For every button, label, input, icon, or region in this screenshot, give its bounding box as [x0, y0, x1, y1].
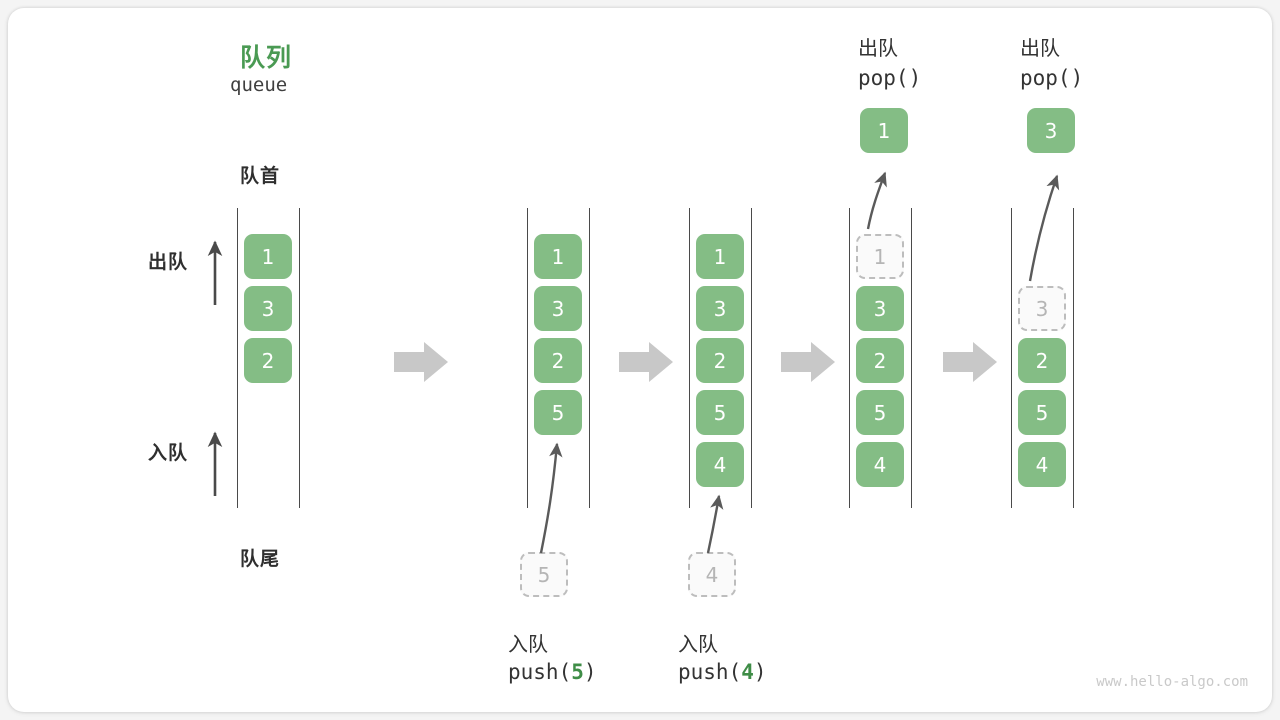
- queue-box-ghost: 1: [856, 234, 904, 279]
- transition-arrow: [781, 342, 835, 382]
- rail-left: [849, 208, 850, 508]
- op-code-prefix: push(: [508, 660, 572, 684]
- queue-box: 5: [1018, 390, 1066, 435]
- queue-box: 2: [1018, 338, 1066, 383]
- diagram-title-en: queue: [230, 74, 288, 96]
- rail-right: [1073, 208, 1074, 508]
- queue-box: 1: [534, 234, 582, 279]
- queue-box: 5: [696, 390, 744, 435]
- queue-box: 4: [856, 442, 904, 487]
- pop-arrow-1: [866, 171, 887, 230]
- queue-box: 2: [856, 338, 904, 383]
- enqueue-direction-label: 入队: [148, 443, 189, 464]
- incoming-ghost-box: 5: [520, 552, 568, 597]
- op-code-suffix: ): [753, 660, 767, 684]
- queue-box: 3: [856, 286, 904, 331]
- transition-arrow: [394, 342, 448, 382]
- incoming-ghost-box: 4: [688, 552, 736, 597]
- rail-right: [299, 208, 300, 508]
- queue-box-new: 5: [534, 390, 582, 435]
- diagram-title-zh: 队列: [240, 44, 293, 72]
- operation-label-code: pop(): [1020, 66, 1083, 90]
- operation-label-zh: 出队: [1020, 38, 1060, 60]
- queue-box: 2: [534, 338, 582, 383]
- operation-label-code: push(5): [508, 660, 597, 684]
- operation-label-code: push(4): [678, 660, 767, 684]
- rail-right: [589, 208, 590, 508]
- op-code-prefix: pop(: [858, 66, 909, 90]
- queue-box: 3: [696, 286, 744, 331]
- push-arrow-5: [539, 442, 563, 554]
- queue-box-new: 4: [696, 442, 744, 487]
- operation-label-zh: 入队: [508, 634, 548, 656]
- rail-left: [527, 208, 528, 508]
- arrows-overlay: [207, 171, 1060, 554]
- queue-box: 2: [244, 338, 292, 383]
- queue-rear-label: 队尾: [240, 549, 281, 570]
- rail-right: [911, 208, 912, 508]
- queue-box: 3: [534, 286, 582, 331]
- queue-box: 1: [696, 234, 744, 279]
- op-code-suffix: ): [1070, 66, 1084, 90]
- rail-left: [237, 208, 238, 508]
- push-arrow-4: [706, 494, 724, 554]
- op-code-prefix: push(: [678, 660, 742, 684]
- queue-box: 4: [1018, 442, 1066, 487]
- queue-box: 2: [696, 338, 744, 383]
- op-code-number: 5: [571, 660, 584, 684]
- queue-box: 5: [856, 390, 904, 435]
- popped-box: 3: [1027, 108, 1075, 153]
- rail-left: [689, 208, 690, 508]
- queue-box: 1: [244, 234, 292, 279]
- watermark: www.hello-algo.com: [1096, 674, 1248, 690]
- rail-right: [751, 208, 752, 508]
- op-code-suffix: ): [583, 660, 597, 684]
- queue-box: 3: [244, 286, 292, 331]
- op-code-suffix: ): [908, 66, 922, 90]
- operation-label-code: pop(): [858, 66, 921, 90]
- queue-front-label: 队首: [240, 166, 281, 187]
- pop-arrow-3: [1028, 174, 1060, 282]
- operation-label-zh: 出队: [858, 38, 898, 60]
- queue-box-ghost: 3: [1018, 286, 1066, 331]
- op-code-prefix: pop(: [1020, 66, 1071, 90]
- diagram-card: 队列 queue 队首 队尾 出队 入队 1 3 2 1 3 2 5 5 入队 …: [8, 8, 1272, 712]
- dequeue-direction-label: 出队: [148, 252, 189, 273]
- transition-arrow: [943, 342, 997, 382]
- transition-arrow: [619, 342, 673, 382]
- op-code-number: 4: [741, 660, 754, 684]
- rail-left: [1011, 208, 1012, 508]
- operation-label-zh: 入队: [678, 634, 718, 656]
- popped-box: 1: [860, 108, 908, 153]
